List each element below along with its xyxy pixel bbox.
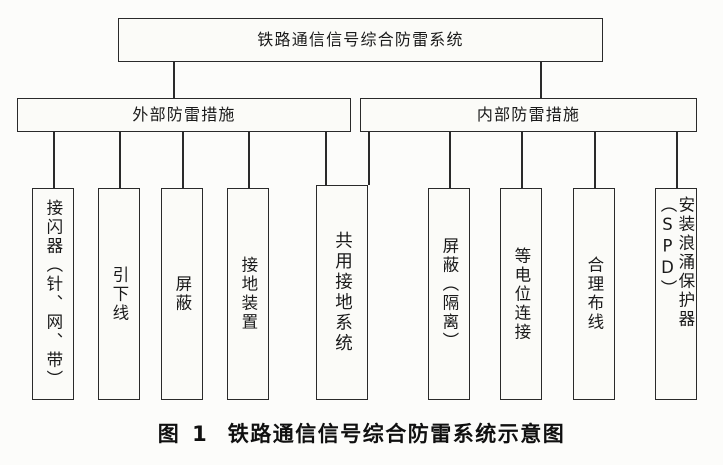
branch-box-internal: 内部防雷措施: [360, 98, 697, 132]
connector-external-to-earthing-device: [248, 132, 250, 188]
connector-internal-to-cable-routing: [594, 132, 596, 188]
leaf-box-shielding-ext: 屏蔽: [161, 188, 203, 400]
leaf-box-earthing-device: 接地装置: [227, 188, 269, 400]
connector-external-to-down-conductor: [119, 132, 121, 188]
root-box-label: 铁路通信信号综合防雷系统: [257, 30, 464, 50]
leaf-box-shared-earthing-label: 共用接地系统: [332, 231, 353, 354]
leaf-box-cable-routing-label: 合理布线: [584, 256, 604, 332]
leaf-box-spd-install-label: 安装浪涌保护器（SPD）: [658, 196, 695, 329]
connector-external-to-air-termination: [53, 132, 55, 188]
leaf-box-air-termination-label: 接闪器（针、网、带）: [43, 199, 63, 389]
leaf-box-earthing-device-label: 接地装置: [238, 256, 258, 332]
root-box: 铁路通信信号综合防雷系统: [118, 18, 603, 62]
connector-external-to-shielding-ext: [182, 132, 184, 188]
connector-root-to-internal: [540, 62, 542, 98]
leaf-box-shielding-ext-label: 屏蔽: [172, 275, 192, 313]
branch-box-external: 外部防雷措施: [17, 98, 351, 132]
figure-caption-title: 铁路通信信号综合防雷系统示意图: [227, 422, 566, 446]
connector-root-to-external: [173, 62, 175, 98]
leaf-box-equipotential: 等电位连接: [500, 188, 542, 400]
leaf-box-air-termination: 接闪器（针、网、带）: [32, 188, 74, 400]
leaf-box-shielding-int: 屏蔽（隔离）: [428, 188, 470, 400]
leaf-box-down-conductor: 引下线: [98, 188, 140, 400]
figure-caption-label: 图 1: [157, 422, 210, 446]
leaf-box-shared-earthing: 共用接地系统: [316, 185, 368, 400]
leaf-box-down-conductor-label: 引下线: [109, 265, 129, 323]
leaf-box-cable-routing: 合理布线: [573, 188, 615, 400]
connector-internal-to-equipotential: [521, 132, 523, 188]
connector-external-to-shared-earthing: [325, 132, 327, 185]
branch-box-external-label: 外部防雷措施: [132, 105, 236, 125]
connector-internal-to-shared-earthing: [368, 132, 370, 185]
leaf-box-shielding-int-label: 屏蔽（隔离）: [439, 237, 459, 351]
connector-internal-to-spd-install: [676, 132, 678, 188]
connector-internal-to-shielding-int: [449, 132, 451, 188]
figure-caption: 图 1 铁路通信信号综合防雷系统示意图: [0, 418, 723, 448]
leaf-box-equipotential-label: 等电位连接: [511, 246, 531, 342]
leaf-box-spd-install: 安装浪涌保护器（SPD）: [655, 188, 697, 400]
branch-box-internal-label: 内部防雷措施: [476, 105, 581, 125]
